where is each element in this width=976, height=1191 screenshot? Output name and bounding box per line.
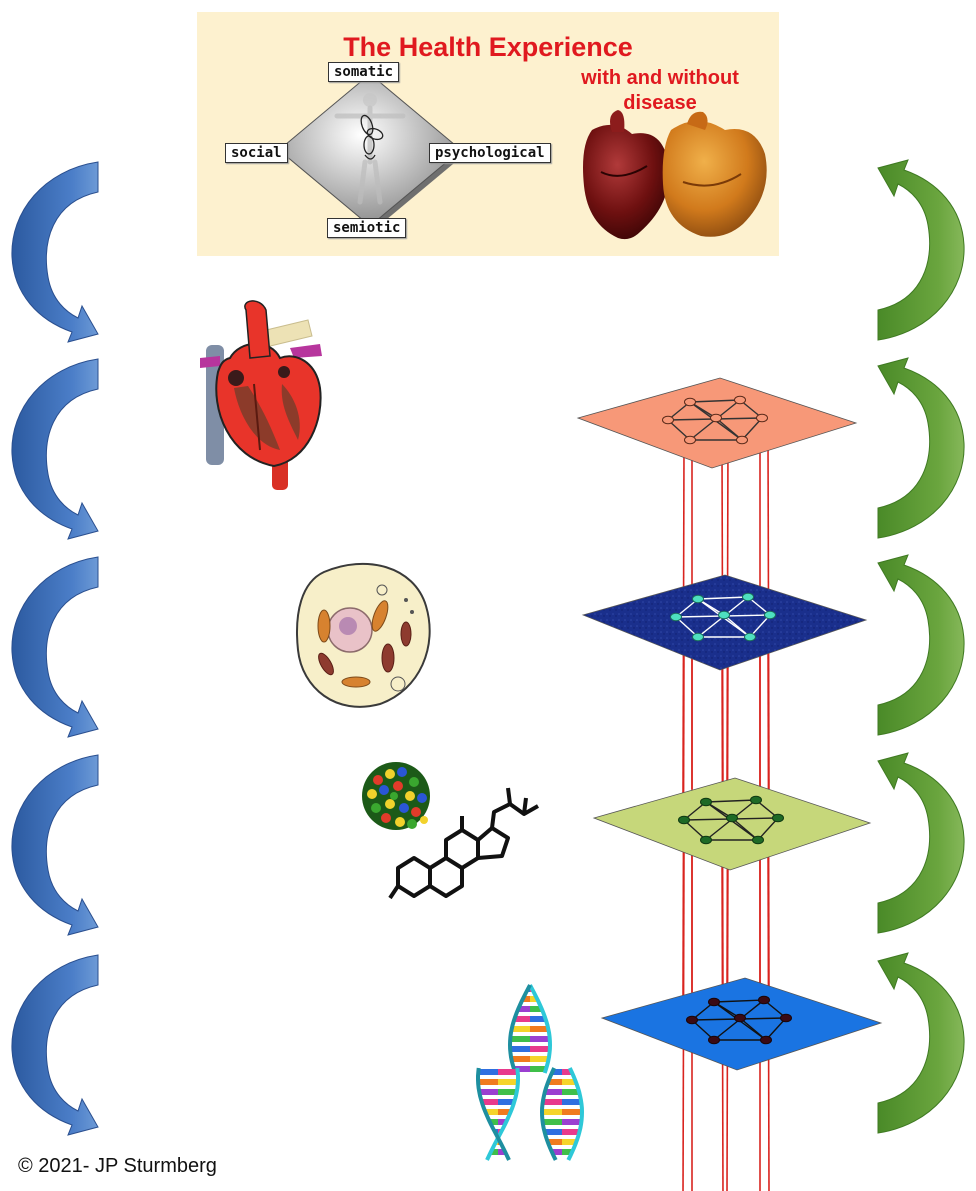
social-label: social [225,143,288,163]
network-edge [765,1017,787,1041]
network-node [708,1035,720,1045]
steroid-structure [388,787,539,900]
curved-down-arrow-icon [11,754,99,936]
curved-down-arrow-icon [11,161,99,343]
network-edge [713,999,765,1003]
health-diamond [278,73,767,240]
protein-blob [362,762,430,830]
curved-up-arrow-icon [877,159,965,341]
network-node [670,612,682,622]
network-node [758,995,770,1005]
network-node [684,435,696,445]
title-panel: The Health Experience with and without d… [197,12,779,256]
network-edge [741,417,763,441]
network-node [726,813,738,823]
layered-network-stack [576,377,883,1191]
network-edge [723,614,751,638]
left-arrow-column [11,161,99,1136]
network-node [718,610,730,620]
dna-backbone [566,1067,585,1161]
dna-helix-illustration [476,984,585,1161]
network-node [736,435,748,445]
heart-illustration [200,300,322,490]
curved-up-arrow-icon [877,357,965,539]
network-edge [749,614,771,638]
network-node [742,592,754,602]
curved-up-arrow-icon [877,554,965,736]
dna-backbone [528,984,553,1074]
network-node [744,632,756,642]
network-node [692,594,704,604]
network-edge [705,799,757,803]
network-layer-gene [600,977,883,1071]
curved-up-arrow-icon [877,952,965,1134]
network-node [772,813,784,823]
network-node [734,395,746,405]
network-node [734,1013,746,1023]
network-layer-molecule [592,777,872,871]
copyright-notice: © 2021- JP Sturmberg [18,1155,217,1177]
diseased-heart-image [662,111,767,237]
network-node [686,1015,698,1025]
network-node [752,835,764,845]
network-node [760,1035,772,1045]
dna-backbone [485,1067,520,1161]
network-node [700,835,712,845]
network-layer-cell [581,574,868,671]
healthy-heart-image [583,110,669,240]
semiotic-label: semiotic [327,218,407,238]
protein-and-steroid-illustration [362,762,539,900]
network-node [780,1013,792,1023]
network-node [764,610,776,620]
curved-down-arrow-icon [11,954,99,1136]
network-edge [715,417,743,441]
dna-backbone [476,1067,511,1161]
network-node [692,632,704,642]
curved-up-arrow-icon [877,752,965,934]
network-node [700,797,712,807]
network-edge [739,1017,767,1041]
somatic-label: somatic [328,62,400,82]
dna-backbone [539,1067,558,1161]
network-node [708,997,720,1007]
network-node [750,795,762,805]
curved-down-arrow-icon [11,556,99,738]
network-node [662,415,674,425]
network-edge [697,596,749,600]
network-edge [731,817,759,841]
figure-title: The Health Experience [343,32,633,62]
cell-illustration [296,562,431,708]
right-arrow-column [877,159,965,1134]
dna-backbone [507,984,532,1074]
network-layer-organ [576,377,858,469]
figure-subtitle: with and without disease [581,67,739,114]
network-node [684,397,696,407]
network-node [678,815,690,825]
curved-down-arrow-icon [11,358,99,540]
network-edge [689,399,741,403]
network-node [756,413,768,423]
network-edge [757,817,779,841]
network-node [710,413,722,423]
psychological-label: psychological [429,143,551,163]
